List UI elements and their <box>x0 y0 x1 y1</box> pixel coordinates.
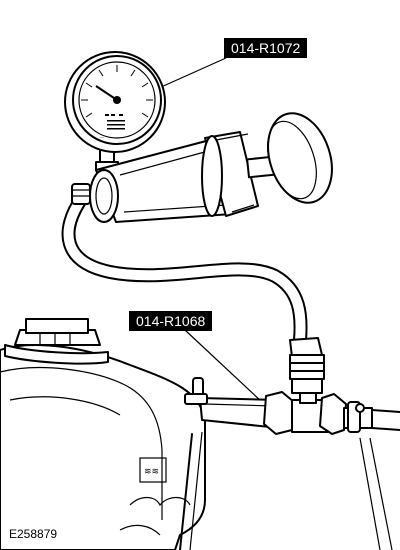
reservoir-level-mark: ≋≋ <box>139 457 167 483</box>
pump-cylinder <box>89 131 276 223</box>
pressure-gauge: — <box>64 51 166 153</box>
gauge-ticks <box>81 65 153 118</box>
adapter-callout-label: 014-R1068 <box>129 311 213 331</box>
callout-leader-lines <box>149 57 263 403</box>
coolant-reservoir: ≋≋ <box>0 318 206 550</box>
svg-text:≋≋: ≋≋ <box>144 466 159 476</box>
pressure-hose <box>61 191 308 347</box>
gauge-scale-marks <box>105 114 125 130</box>
reservoir-filler-cap <box>4 318 109 365</box>
tester-callout-label: 014-R1072 <box>224 38 308 58</box>
figure-identifier: E258879 <box>9 527 58 541</box>
vehicle-frame-lines <box>179 431 393 550</box>
pump-hose-fitting <box>71 183 91 205</box>
gauge-needle <box>95 85 118 101</box>
hose-clamp-right <box>347 401 365 433</box>
reservoir-outlet-hose <box>184 377 281 429</box>
test-adapter-tee <box>263 391 400 435</box>
quick-coupler <box>289 337 325 404</box>
gauge-scale-text: — <box>100 134 104 139</box>
pump-handle <box>267 112 333 204</box>
hose-clamp-left <box>184 377 208 405</box>
